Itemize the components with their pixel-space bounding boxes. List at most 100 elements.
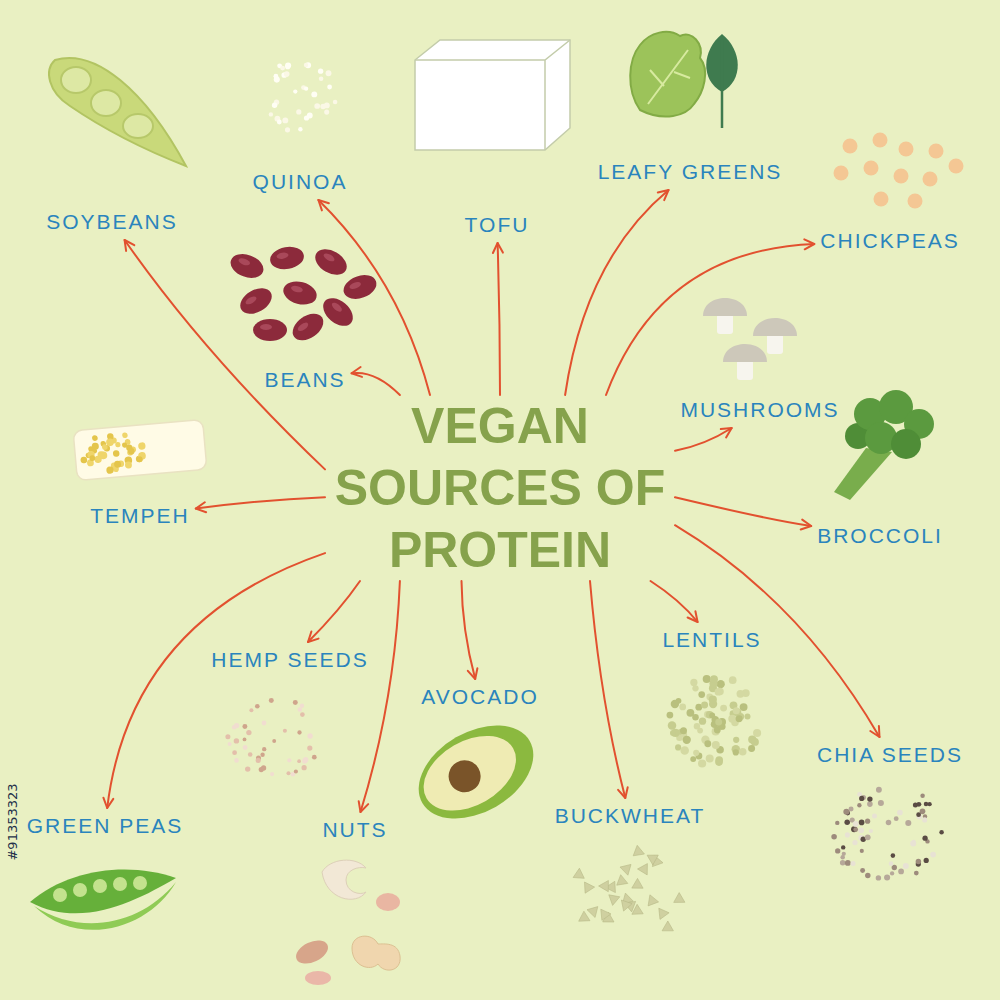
chia-seed	[920, 794, 925, 799]
lentil	[699, 718, 706, 725]
soybean-pod	[49, 58, 186, 166]
lentil	[728, 715, 736, 723]
hemp-seed	[249, 708, 253, 712]
buckwheat-grain	[632, 904, 643, 914]
chia-seed	[924, 802, 929, 807]
quinoa-grain	[324, 110, 329, 115]
chia-seed	[889, 861, 894, 866]
chia-seed	[892, 865, 897, 870]
lentil	[715, 688, 722, 695]
quinoa-grain	[293, 89, 297, 93]
chia-seed	[924, 858, 929, 863]
quinoa-grain	[311, 91, 317, 97]
chia-seed	[869, 829, 873, 833]
hemp-seed	[234, 723, 239, 728]
chia-seed	[853, 827, 858, 832]
lentil	[675, 744, 681, 750]
chia-seed	[865, 873, 870, 878]
quinoa-grain	[327, 85, 332, 90]
hub-text: VEGAN SOURCES OF PROTEIN	[325, 395, 675, 581]
tofu-block	[415, 40, 570, 150]
hemp-seed	[298, 707, 303, 712]
tempeh-grain	[113, 450, 120, 457]
lentil	[715, 758, 723, 766]
quinoa-grain	[304, 87, 308, 91]
kidney-bean	[281, 278, 320, 308]
chia-seed	[851, 826, 857, 832]
tempeh-grains	[78, 430, 147, 476]
hemp-seed	[312, 755, 317, 760]
hemp-seed	[301, 765, 306, 770]
lentil	[745, 714, 751, 720]
chia-seed	[860, 849, 864, 853]
tempeh-grain	[137, 456, 143, 462]
food-label: TEMPEH	[90, 504, 190, 528]
chickpea	[929, 144, 944, 159]
arrow-head	[804, 239, 814, 249]
food-label: HEMP SEEDS	[211, 648, 368, 672]
lentil	[671, 700, 679, 708]
chia-seed	[922, 817, 927, 822]
tempeh-grain	[122, 432, 128, 438]
chia-seed	[845, 860, 851, 866]
arrow-head	[196, 502, 206, 512]
tempeh-grain	[122, 442, 128, 448]
hemp-seed	[287, 758, 291, 762]
chia-seed	[858, 827, 864, 833]
food-label: MUSHROOMS	[680, 398, 839, 422]
arrow-connector	[590, 581, 628, 798]
lentils-picture	[667, 675, 762, 768]
arrow-head	[352, 367, 362, 377]
food-name: BUCKWHEAT	[555, 804, 706, 828]
chia-seed	[939, 830, 944, 835]
food-label: SOYBEANS	[46, 210, 178, 234]
chia-seed	[876, 875, 881, 880]
chia-seed	[865, 819, 870, 824]
kidney-bean	[268, 244, 305, 272]
hemp-seed	[294, 769, 298, 773]
chickpea	[923, 172, 938, 187]
beans-picture	[227, 244, 379, 346]
tempeh-grain	[89, 455, 95, 461]
hemp-seed	[246, 730, 251, 735]
arrow-line	[651, 581, 698, 622]
mushroom-stem	[717, 314, 733, 334]
lentil	[733, 749, 739, 755]
arrow-connector	[675, 428, 732, 451]
food-name: LENTILS	[662, 628, 761, 652]
arrow-connector	[493, 243, 503, 395]
food-label: GREEN PEAS	[27, 814, 184, 838]
chia-seed	[872, 814, 877, 819]
food-label: BEANS	[264, 368, 345, 392]
tempeh-grain	[92, 435, 98, 441]
hemp-seed	[297, 759, 301, 763]
buckwheat-grain	[674, 893, 685, 903]
tempeh-grain	[91, 442, 99, 450]
chia-seed	[852, 840, 857, 845]
arrow-line	[361, 581, 400, 812]
quinoa-grain	[284, 71, 290, 77]
arrow-head	[125, 240, 135, 251]
arrow-line	[675, 497, 811, 526]
chia-seed	[843, 809, 849, 815]
bean-shine	[244, 295, 257, 306]
lentil	[740, 703, 748, 711]
arrow-head	[359, 801, 369, 812]
bean-shine	[349, 281, 362, 291]
hemp-seed	[300, 703, 304, 707]
lentil	[717, 680, 725, 688]
chia-seed	[835, 848, 840, 853]
soybean	[123, 114, 153, 138]
chia-seed	[844, 820, 850, 826]
chia-seed	[912, 840, 916, 844]
chia-seed	[859, 820, 865, 826]
arrow-line	[318, 200, 430, 395]
lentil	[680, 727, 687, 734]
chia-seed	[905, 820, 911, 826]
bean-shine	[260, 324, 272, 330]
arrow-head	[103, 798, 113, 808]
food-name: QUINOA	[253, 170, 348, 194]
chickpea	[949, 159, 964, 174]
avocado-skin	[402, 706, 549, 837]
tempeh-grain	[114, 460, 121, 467]
